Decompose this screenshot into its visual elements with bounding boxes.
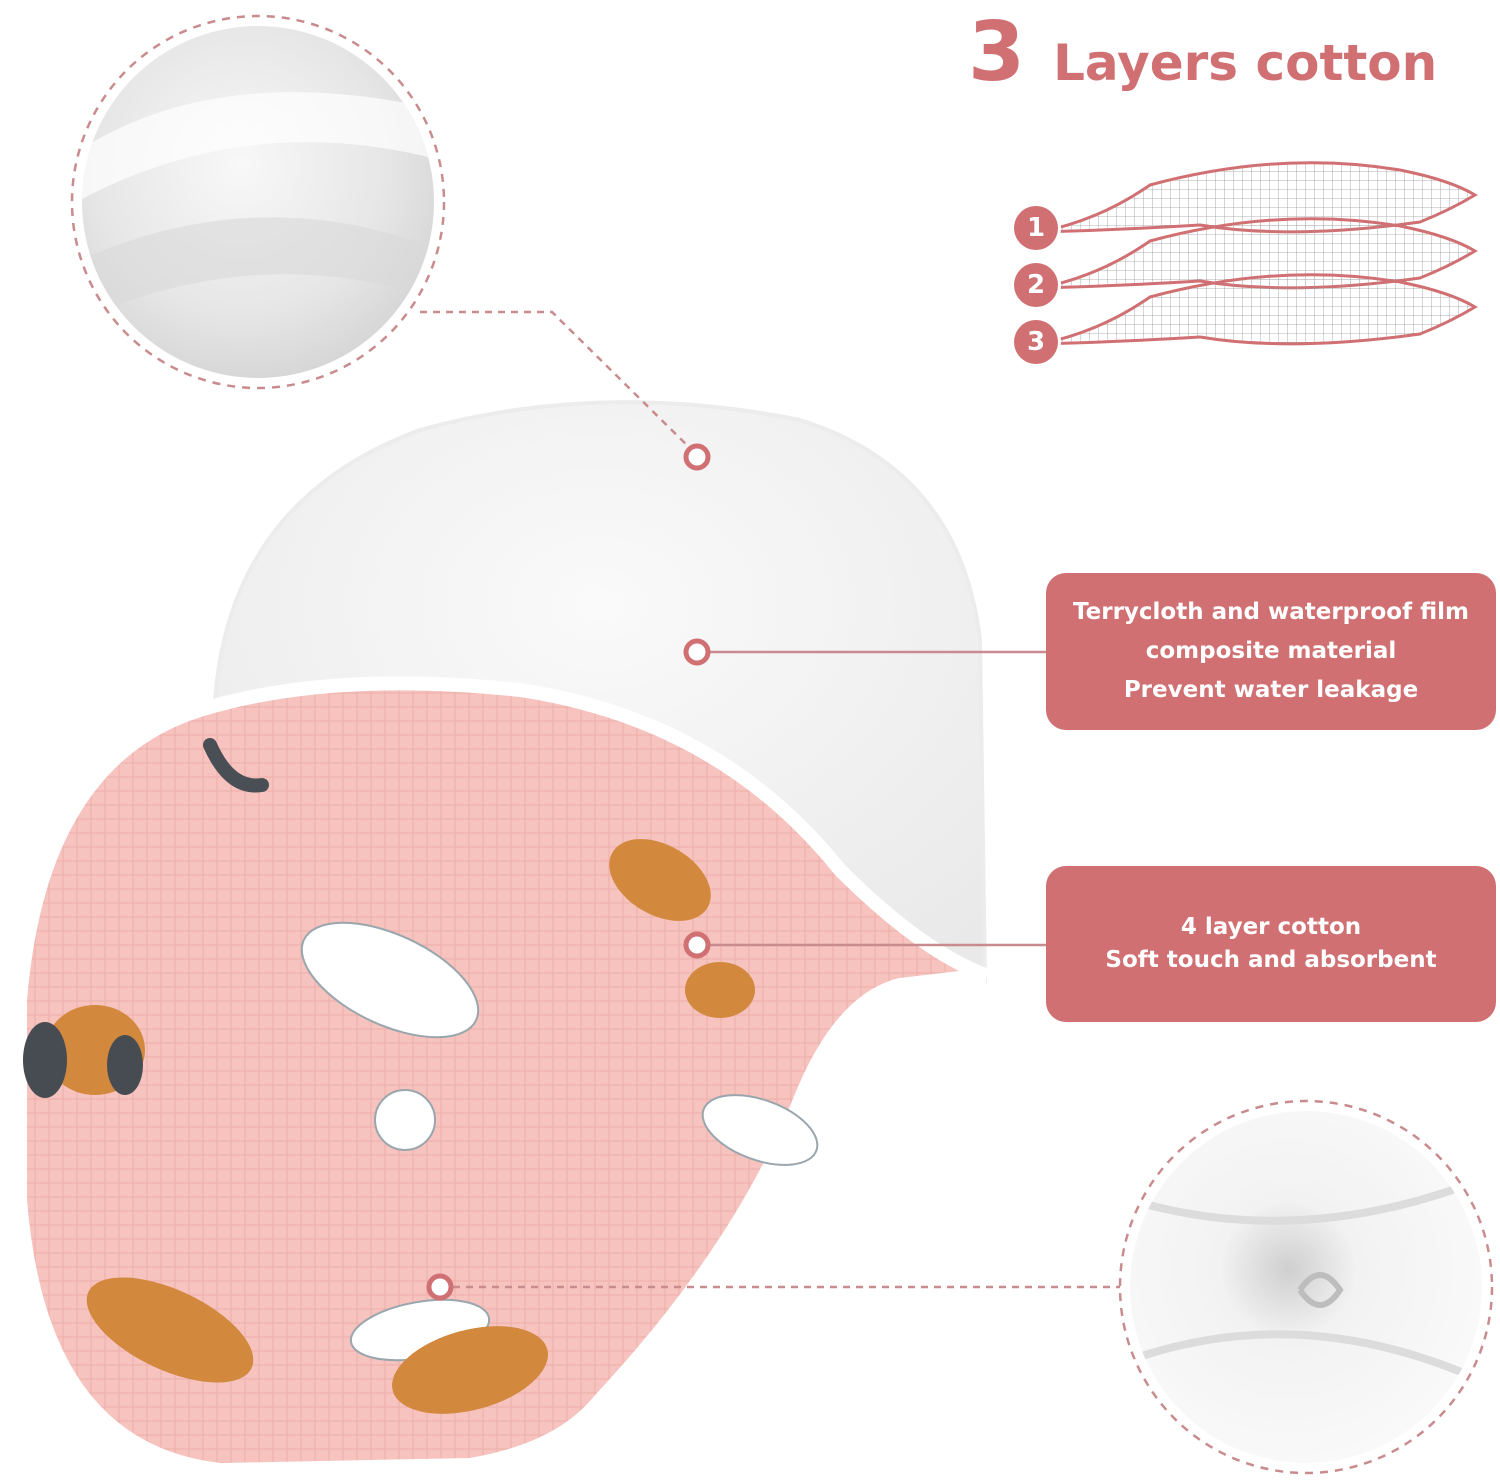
layers-diagram bbox=[1039, 161, 1478, 346]
leader-lines bbox=[420, 310, 1120, 1289]
title-text: Layers cotton bbox=[1053, 34, 1438, 92]
layer-badge-2: 2 bbox=[1014, 263, 1058, 307]
callout-line: Soft touch and absorbent bbox=[1105, 947, 1437, 973]
layer-sheet-1 bbox=[1039, 161, 1478, 234]
layer-badge-1: 1 bbox=[1014, 206, 1058, 250]
layer-sheet-2 bbox=[1039, 217, 1478, 290]
burp-cloth-front bbox=[13, 676, 988, 1478]
muslin-closeup bbox=[1118, 1099, 1494, 1475]
page-title: 3 Layers cotton bbox=[968, 8, 1437, 98]
callout-line: composite material bbox=[1145, 638, 1397, 664]
callout-line: 4 layer cotton bbox=[1180, 914, 1362, 940]
layer-badge-3: 3 bbox=[1014, 320, 1058, 364]
layer-count: 3 bbox=[968, 5, 1026, 100]
callout-line: Terrycloth and waterproof film bbox=[1073, 599, 1469, 625]
callout-line: Prevent water leakage bbox=[1123, 677, 1419, 703]
brown-dog-pattern bbox=[45, 839, 755, 1414]
cotton-callout: 4 layer cotton Soft touch and absorbent bbox=[1046, 866, 1496, 1022]
layer-sheet-3 bbox=[1039, 273, 1478, 346]
marker-dots bbox=[426, 443, 711, 1301]
terrycloth-callout: Terrycloth and waterproof film composite… bbox=[1046, 573, 1496, 730]
dog-pattern bbox=[300, 921, 819, 1362]
terrycloth-closeup bbox=[70, 14, 446, 390]
